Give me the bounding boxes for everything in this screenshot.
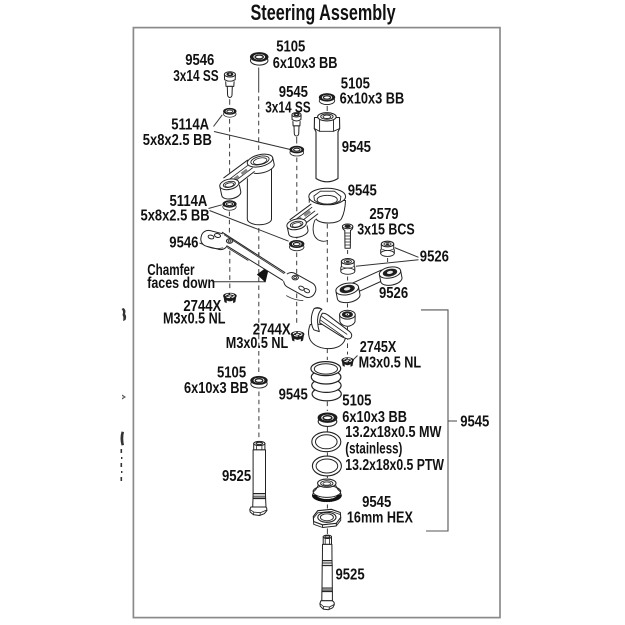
svg-text:13.2x18x0.5 PTW: 13.2x18x0.5 PTW <box>345 456 444 474</box>
svg-text:9545: 9545 <box>348 183 377 200</box>
svg-text:13.2x18x0.5 MW: 13.2x18x0.5 MW <box>345 424 442 442</box>
svg-text:M3x0.5 NL: M3x0.5 NL <box>226 335 289 353</box>
svg-text:9526: 9526 <box>379 285 408 302</box>
svg-text:5114A: 5114A <box>170 193 208 210</box>
svg-text:M3x0.5 NL: M3x0.5 NL <box>359 354 422 372</box>
svg-text:Chamfer: Chamfer <box>147 262 195 279</box>
svg-text:(stainless): (stainless) <box>345 440 402 457</box>
svg-text:9545: 9545 <box>460 413 489 430</box>
svg-text:3x14 SS: 3x14 SS <box>265 98 310 116</box>
svg-text:9545: 9545 <box>279 84 308 101</box>
svg-text:5105: 5105 <box>341 76 370 93</box>
svg-text:2579: 2579 <box>369 206 398 223</box>
svg-text:6x10x3 BB: 6x10x3 BB <box>184 380 249 397</box>
svg-text:5x8x2.5 BB: 5x8x2.5 BB <box>141 208 210 225</box>
svg-text:9525: 9525 <box>336 566 365 583</box>
svg-text:2744X: 2744X <box>183 298 221 315</box>
svg-text:6x10x3 BB: 6x10x3 BB <box>340 90 405 107</box>
svg-text:5114A: 5114A <box>171 117 209 134</box>
svg-text:9525: 9525 <box>222 468 251 485</box>
svg-text:3x15 BCS: 3x15 BCS <box>357 220 415 238</box>
svg-text:9526: 9526 <box>420 248 449 265</box>
svg-text:5x8x2.5 BB: 5x8x2.5 BB <box>143 132 212 149</box>
svg-text:5105: 5105 <box>217 365 246 382</box>
svg-text:6x10x3 BB: 6x10x3 BB <box>273 55 338 72</box>
svg-text:16mm HEX: 16mm HEX <box>347 509 413 527</box>
svg-text:5105: 5105 <box>276 39 305 56</box>
svg-text:2745X: 2745X <box>360 339 397 357</box>
svg-text:faces down: faces down <box>147 273 215 291</box>
svg-text:6x10x3 BB: 6x10x3 BB <box>342 409 407 426</box>
svg-text:5105: 5105 <box>342 393 371 410</box>
svg-text:9546: 9546 <box>185 52 214 69</box>
svg-text:3x14 SS: 3x14 SS <box>173 66 218 84</box>
svg-text:9545: 9545 <box>362 494 391 511</box>
svg-text:Steering Assembly: Steering Assembly <box>251 1 396 26</box>
svg-text:9546: 9546 <box>169 234 198 251</box>
svg-text:9545: 9545 <box>279 387 308 404</box>
svg-text:9545: 9545 <box>342 139 371 156</box>
svg-text:M3x0.5 NL: M3x0.5 NL <box>163 310 226 328</box>
svg-text:2744X: 2744X <box>253 322 291 339</box>
